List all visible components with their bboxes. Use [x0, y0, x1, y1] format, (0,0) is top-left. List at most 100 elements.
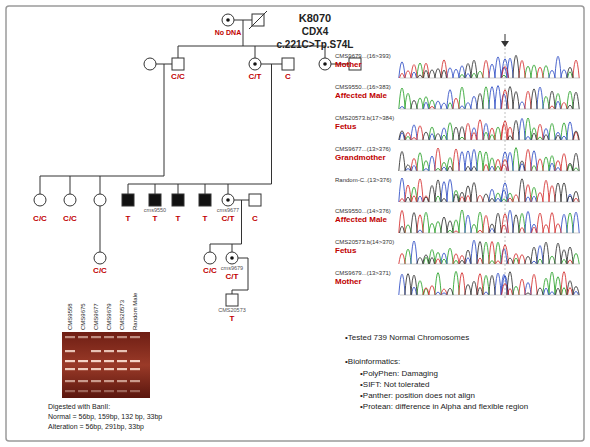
genotype-label: C/T: [249, 73, 262, 81]
lane-label: Random Male: [132, 293, 138, 330]
bullet-text: •Panther: position does not align: [360, 392, 475, 400]
relation-label: Mother: [335, 61, 362, 69]
digest-note: Digested with BanII:: [48, 403, 110, 410]
trace-baseline: [400, 295, 580, 296]
lane-label: CMS9675: [80, 303, 86, 330]
slide-title: K8070: [299, 13, 331, 24]
gel-band: [91, 380, 101, 382]
relation-label: Mother: [335, 278, 362, 286]
trace-baseline: [400, 233, 580, 234]
trace-peaks: [400, 213, 520, 233]
gel-band: [117, 390, 127, 392]
genotype-label: C/C: [63, 215, 77, 223]
frame-border: [6, 6, 584, 441]
gel-band: [91, 336, 101, 338]
trace-peaks: [405, 120, 579, 140]
trace-baseline: [400, 202, 580, 203]
gel-band: [78, 360, 88, 362]
gel-band: [65, 380, 75, 382]
genotype-label: T: [230, 315, 235, 323]
sample-label: CMS20573.b(17>384): [335, 115, 394, 121]
bullet-text: •Protean: difference in Alpha and flexib…: [360, 403, 528, 411]
trace-peaks: [417, 242, 573, 264]
gel-band: [65, 350, 75, 352]
trace-baseline: [400, 78, 580, 79]
gel-band: [91, 390, 101, 392]
trace-peaks: [400, 60, 580, 78]
note-label: No DNA: [215, 29, 241, 36]
trace-peaks: [399, 87, 573, 109]
trace-baseline: [400, 171, 580, 172]
genotype-label: T: [203, 215, 208, 223]
trace-peaks: [405, 272, 579, 295]
sample-label: CMS20573.b(14>370): [335, 239, 394, 245]
sample-label: CMS9679...(13>371): [335, 270, 391, 276]
relation-label: Affected Male: [335, 92, 387, 100]
sample-label: CMS9550...(16>383): [335, 84, 391, 90]
gene-heading: CDX4: [302, 27, 329, 37]
trace-peaks: [405, 242, 579, 264]
gel-band: [65, 336, 75, 338]
sample-label: CMS9550...(14>376): [335, 208, 391, 214]
trace-baseline: [400, 140, 580, 141]
trace-peaks: [411, 87, 579, 109]
relation-label: Fetus: [335, 247, 356, 255]
gel-band: [117, 336, 127, 338]
gel-band: [130, 368, 140, 370]
trace-peaks: [399, 242, 573, 264]
gel-band: [78, 336, 88, 338]
gel-band: [65, 390, 75, 392]
genotype-label: C: [252, 215, 258, 223]
trace-peaks: [400, 179, 579, 202]
gel-band: [130, 336, 140, 338]
lane-label: CMS9679: [106, 303, 112, 330]
bullet-text: •Bioinformatics:: [345, 358, 400, 366]
gel-band: [104, 368, 114, 370]
relation-label: Grandmother: [335, 154, 386, 162]
trace-peaks: [399, 210, 561, 233]
genotype-label: C/C: [203, 267, 217, 275]
trace-peaks: [411, 148, 567, 171]
gel-band: [65, 360, 75, 362]
genotype-label: cms9677: [217, 208, 239, 214]
gel-band: [78, 368, 88, 370]
digest-note: Normal = 56bp, 159bp, 132 bp, 33bp: [48, 413, 162, 420]
genotype-label: T: [153, 215, 158, 223]
genotype-label: CMS20573: [218, 308, 246, 314]
gel-band: [130, 360, 140, 362]
gel-band: [104, 350, 114, 352]
trace-peaks: [430, 90, 568, 109]
gel-band: [91, 360, 101, 362]
trace-peaks: [399, 273, 579, 295]
gel-band: [130, 380, 140, 382]
trace-baseline: [400, 109, 580, 110]
genotype-label: C: [285, 73, 291, 81]
trace-peaks: [399, 120, 579, 140]
bullet-text: •Tested 739 Normal Chromosomes: [345, 334, 469, 342]
gel-band: [117, 368, 127, 370]
sample-label: Random-C..(13>376): [335, 177, 392, 183]
digest-note: Alteration = 56bp, 291bp, 33bp: [48, 423, 144, 430]
genotype-label: C/T: [222, 215, 235, 223]
gel-band: [65, 368, 75, 370]
lane-label: CMS9558: [67, 303, 73, 330]
gel-band: [104, 390, 114, 392]
genotype-label: C/C: [171, 73, 185, 81]
gel-band: [104, 380, 114, 382]
relation-label: Affected Male: [335, 216, 387, 224]
genotype-label: cms9550: [144, 208, 166, 214]
gel-band: [117, 350, 127, 352]
genotype-label: C/T: [226, 273, 239, 281]
genotype-label: T: [126, 215, 131, 223]
lane-label: CMS9677: [93, 303, 99, 330]
sample-label: CMS9677...(13>376): [335, 146, 391, 152]
relation-label: Fetus: [335, 123, 356, 131]
gel-band: [104, 360, 114, 362]
genotype-label: C/C: [33, 215, 47, 223]
gel-band: [78, 390, 88, 392]
genotype-label: T: [176, 215, 181, 223]
gel-band: [117, 380, 127, 382]
bullet-text: •PolyPhen: Damaging: [360, 370, 438, 378]
